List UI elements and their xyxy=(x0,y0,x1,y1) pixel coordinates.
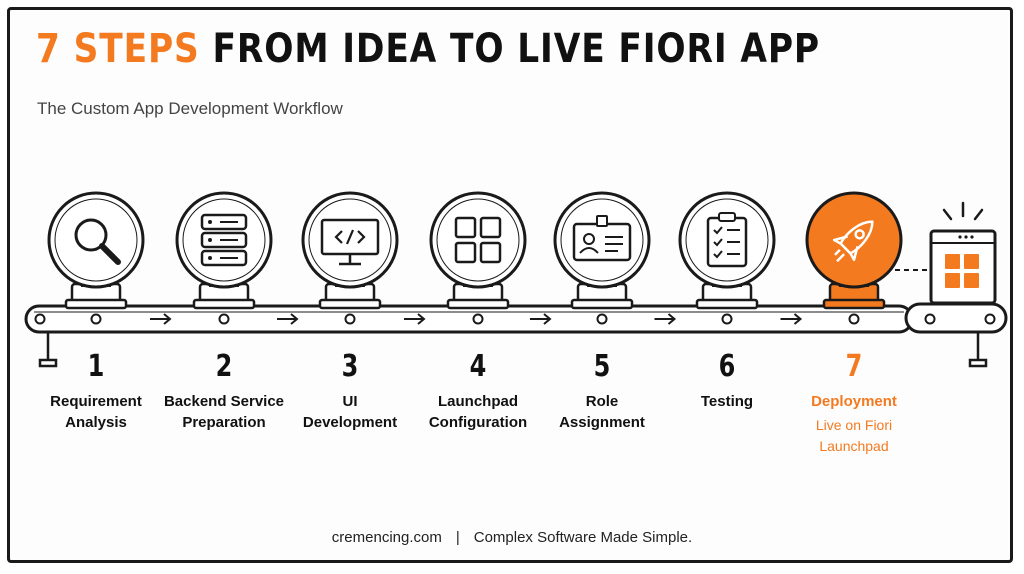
step-medallion-6 xyxy=(678,191,776,310)
step-medallion-4 xyxy=(429,191,527,310)
conveyor-legs xyxy=(38,330,988,368)
step-3: 3 UI Development xyxy=(275,350,425,433)
footer-separator: | xyxy=(455,529,460,546)
step-number: 2 xyxy=(215,349,233,384)
step-medallion-7 xyxy=(805,191,903,310)
flow-arrow xyxy=(530,313,552,325)
step-medallion-1 xyxy=(47,191,145,310)
belt-roller xyxy=(848,313,860,325)
step-label: Testing xyxy=(700,393,754,410)
step-sublabel: Live on Fiori Launchpad xyxy=(815,417,893,454)
page-subtitle: The Custom App Development Workflow xyxy=(37,99,343,118)
footer-site-link[interactable]: cremencing.com xyxy=(331,529,442,546)
id-badge-icon xyxy=(572,215,632,262)
step-number: 7 xyxy=(845,349,863,384)
code-monitor-icon xyxy=(320,218,380,266)
rocket-icon xyxy=(832,220,874,263)
flow-arrows xyxy=(150,313,803,325)
step-number: 1 xyxy=(87,349,105,384)
belt-roller xyxy=(721,313,733,325)
page-title: 7 STEPS FROM IDEA TO LIVE FIORI APP xyxy=(36,26,820,72)
step-medallion-3 xyxy=(301,191,399,310)
step-number: 6 xyxy=(718,349,736,384)
step-medallion-2 xyxy=(175,191,273,310)
step-label: UI Development xyxy=(302,393,398,431)
checklist-clipboard-icon xyxy=(706,212,748,268)
belt-roller xyxy=(924,313,936,325)
flow-arrow xyxy=(780,313,803,325)
belt-roller xyxy=(90,313,102,325)
footer-tagline: Complex Software Made Simple. xyxy=(473,529,693,546)
belt-roller xyxy=(218,313,230,325)
step-medallion-5 xyxy=(553,191,651,310)
belt-rollers xyxy=(34,313,996,325)
step-number: 5 xyxy=(593,349,611,384)
step-label: Backend Service Preparation xyxy=(163,393,285,431)
belt-roller xyxy=(34,313,46,325)
step-label: Deployment xyxy=(811,393,897,410)
tiles-grid-icon xyxy=(454,216,502,264)
server-icon xyxy=(200,213,248,267)
step-number: 4 xyxy=(469,349,487,384)
flow-arrow xyxy=(404,313,426,325)
flow-arrow xyxy=(277,313,299,325)
step-number: 3 xyxy=(341,349,359,384)
title-rest: FROM IDEA TO LIVE FIORI APP xyxy=(212,26,820,72)
flow-arrow xyxy=(150,313,172,325)
step-label: Role Assignment xyxy=(559,393,645,431)
step-label: Launchpad Configuration xyxy=(428,393,528,431)
footer: cremencing.com | Complex Software Made Sim… xyxy=(0,529,1024,546)
belt-roller xyxy=(472,313,484,325)
live-app-window-icon xyxy=(895,201,997,305)
belt-roller xyxy=(344,313,356,325)
step-label: Requirement Analysis xyxy=(50,393,142,431)
belt-roller xyxy=(596,313,608,325)
flow-arrow xyxy=(654,313,677,325)
belt-roller xyxy=(984,313,996,325)
title-accent: 7 STEPS xyxy=(36,26,200,72)
magnifier-icon xyxy=(74,218,121,265)
